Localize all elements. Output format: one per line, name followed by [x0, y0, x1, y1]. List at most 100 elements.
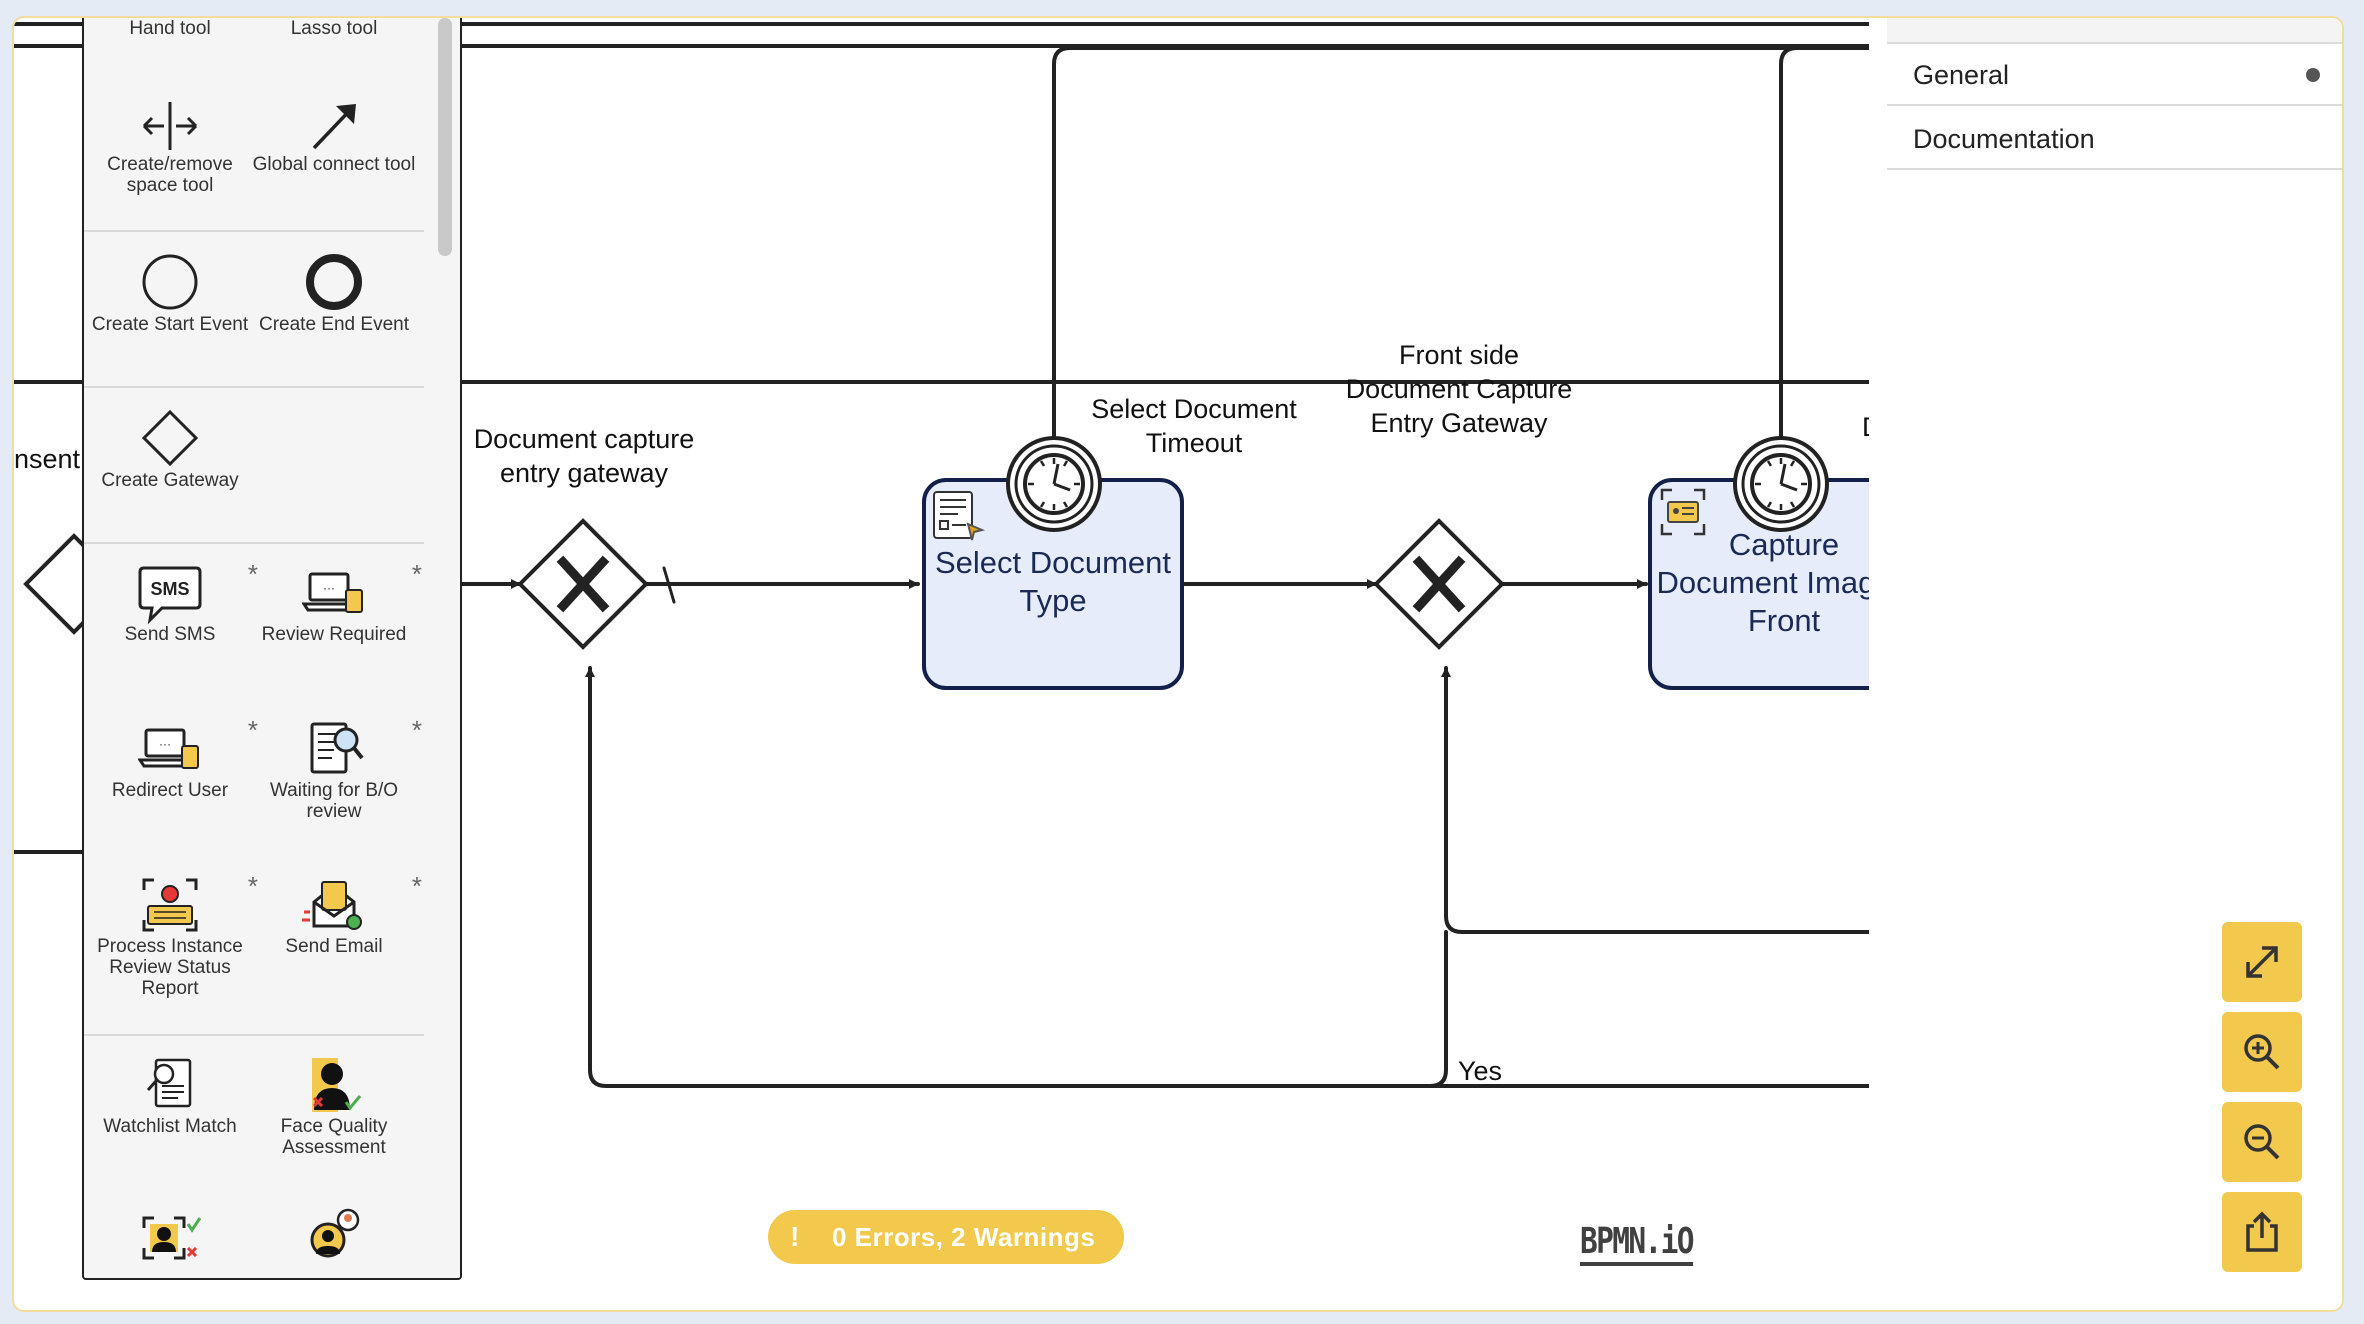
export-button[interactable]	[2222, 1192, 2302, 1272]
liveness-icon	[310, 1208, 360, 1258]
redirect-user-label: Redirect User	[111, 780, 229, 801]
hand-tool-label: Hand tool	[129, 18, 211, 39]
liveness-tool[interactable]	[252, 1208, 416, 1264]
face-quality-icon	[312, 1058, 362, 1112]
warning-icon: !	[790, 1221, 800, 1252]
face-match-tool[interactable]	[88, 1214, 252, 1264]
scan-report-icon	[142, 878, 198, 932]
properties-panel: General Documentation	[1875, 18, 2342, 1310]
face-quality-tool[interactable]: Face Quality Assessment	[252, 1054, 416, 1158]
send-sms-tool[interactable]: * SMS Send SMS	[88, 561, 258, 645]
loop-flow-yes[interactable]	[1428, 930, 1448, 1088]
watchlist-label: Watchlist Match	[103, 1116, 237, 1137]
watchlist-document-icon	[146, 1058, 192, 1108]
palette-separator	[84, 542, 424, 544]
email-send-icon	[302, 881, 362, 930]
timer-boundary-event-capture-front[interactable]	[1733, 436, 1829, 532]
data-indicator-dot	[2306, 68, 2320, 82]
laptop-review-icon: ···	[302, 572, 363, 613]
laptop-redirect-icon: ···	[138, 728, 199, 769]
tool-palette[interactable]: Hand tool Lasso tool Create/remove space…	[82, 18, 462, 1280]
default-flow-marker	[662, 566, 676, 604]
timer-boundary-event-select-document[interactable]	[1006, 436, 1102, 532]
gateway-document-capture-entry[interactable]	[517, 518, 649, 650]
waiting-bo-label: Waiting for B/O review	[269, 780, 399, 822]
watchlist-match-tool[interactable]: Watchlist Match	[88, 1054, 252, 1137]
loop-flow-gateway2[interactable]	[1441, 666, 1869, 934]
linting-status-text: 0 Errors, 2 Warnings	[832, 1222, 1096, 1252]
svg-text:···: ···	[159, 737, 171, 751]
palette-scrollbar[interactable]	[428, 18, 460, 1278]
connect-tool-label: Global connect tool	[252, 154, 416, 175]
task-capture-document-image-front[interactable]	[1648, 478, 1869, 690]
gateway2-label[interactable]: Front side Document Capture Entry Gatewa…	[1345, 340, 1573, 438]
documentation-group-label: Documentation	[1913, 124, 2095, 154]
process-review-report-tool[interactable]: * Process Instance Review Status Report	[88, 873, 258, 999]
palette-scrollbar-thumb[interactable]	[438, 18, 452, 256]
custom-marker: *	[411, 559, 422, 589]
gateway-front-side-capture-entry[interactable]	[1373, 518, 1505, 650]
custom-marker: *	[247, 559, 258, 589]
space-tool-label: Create/remove space tool	[107, 154, 233, 196]
palette-separator	[84, 386, 424, 388]
lasso-tool[interactable]: Lasso tool	[252, 18, 416, 39]
timer-flow[interactable]	[1052, 46, 1869, 438]
end-event-label: Create End Event	[259, 314, 409, 335]
task-select-document-type[interactable]	[922, 478, 1184, 690]
properties-group-documentation[interactable]: Documentation	[1887, 108, 2342, 170]
linting-status-button[interactable]: ! 0 Errors, 2 Warnings	[768, 1210, 1124, 1264]
waiting-bo-review-tool[interactable]: * Waiting for B/O review	[252, 717, 422, 822]
document-search-icon	[310, 722, 364, 774]
timer1-label[interactable]: Select Document Timeout	[1091, 394, 1297, 458]
create-end-event[interactable]: Create End Event	[252, 250, 416, 335]
timer-flow[interactable]	[1779, 46, 1869, 438]
partial-label-right: D	[1862, 410, 1869, 444]
send-sms-label: Send SMS	[124, 624, 216, 645]
properties-group-general[interactable]: General	[1887, 44, 2342, 106]
zoom-in-button[interactable]	[2222, 1012, 2302, 1092]
palette-separator	[84, 1034, 424, 1036]
review-required-tool[interactable]: * ··· Review Required	[252, 561, 422, 645]
task2-label[interactable]: Capture Document Image - Front	[1656, 527, 1870, 638]
hand-tool[interactable]: Hand tool	[88, 18, 252, 39]
create-start-event[interactable]: Create Start Event	[88, 250, 252, 335]
space-tool[interactable]: Create/remove space tool	[88, 98, 252, 196]
custom-marker: *	[411, 871, 422, 901]
lasso-tool-label: Lasso tool	[290, 18, 378, 39]
flow-yes-label[interactable]: Yes	[1458, 1056, 1503, 1086]
gateway1-label[interactable]: Document capture entry gateway	[473, 424, 695, 488]
palette-separator	[84, 230, 424, 232]
face-quality-label: Face Quality Assessment	[280, 1116, 388, 1158]
gateway-label: Create Gateway	[101, 470, 239, 491]
sms-bubble-icon: SMS	[138, 566, 202, 624]
properties-header	[1887, 18, 2342, 44]
start-event-icon	[142, 254, 198, 310]
create-gateway[interactable]: Create Gateway	[88, 406, 252, 491]
id-card-scan-icon	[1660, 488, 1706, 536]
zoom-out-icon	[2244, 1124, 2280, 1160]
bpmn-canvas[interactable]: nsent Document capture entry gateway Sel…	[14, 18, 1869, 1310]
connect-arrow-icon	[312, 104, 356, 150]
custom-marker: *	[247, 871, 258, 901]
diagram-svg[interactable]	[14, 18, 1869, 1310]
loop-flow-gateway1[interactable]	[585, 666, 1869, 1088]
space-tool-icon	[142, 102, 198, 150]
redirect-user-tool[interactable]: * ··· Redirect User	[88, 717, 258, 801]
review-required-label: Review Required	[261, 624, 407, 645]
fullscreen-icon	[2246, 946, 2278, 978]
send-email-tool[interactable]: * Send Email	[252, 873, 422, 957]
gateway-icon	[141, 409, 199, 467]
fullscreen-button[interactable]	[2222, 922, 2302, 1002]
zoom-out-button[interactable]	[2222, 1102, 2302, 1182]
form-icon	[933, 491, 986, 541]
bpmn-io-watermark[interactable]: BPMN.iO	[1580, 1222, 1695, 1266]
global-connect-tool[interactable]: Global connect tool	[252, 98, 416, 175]
start-event-label: Create Start Event	[91, 314, 249, 335]
task1-label[interactable]: Select Document Type	[934, 545, 1172, 618]
face-match-icon	[142, 1216, 202, 1260]
custom-marker: *	[247, 715, 258, 745]
general-group-label: General	[1913, 60, 2010, 90]
zoom-in-icon	[2244, 1034, 2280, 1070]
app-frame: nsent Document capture entry gateway Sel…	[12, 16, 2344, 1312]
end-event-icon	[306, 254, 362, 310]
